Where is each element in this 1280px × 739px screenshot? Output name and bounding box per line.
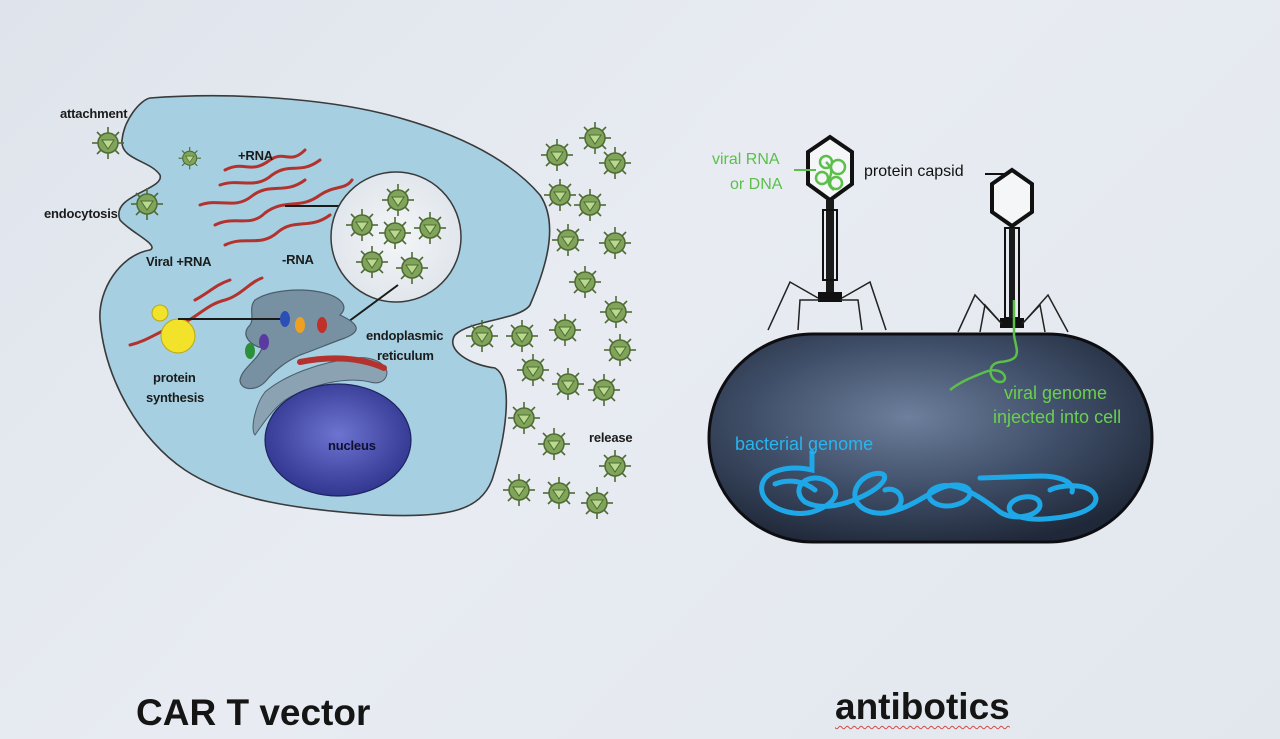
label-reticulum: reticulum <box>377 348 434 363</box>
label-release: release <box>589 430 632 445</box>
rna-strands <box>128 148 354 347</box>
ribosome-beads <box>245 311 327 359</box>
ribosome-large <box>160 318 196 354</box>
label-nucleus: nucleus <box>328 438 376 453</box>
bacterium <box>707 332 1154 544</box>
endoplasmic-reticulum <box>239 289 357 390</box>
viral-genome <box>949 300 1019 391</box>
label-attachment: attachment <box>60 106 128 121</box>
label-injected-into-cell: injected into cell <box>993 407 1121 427</box>
caption-antibotics: antibotics <box>835 686 1010 727</box>
label-viral-genome: viral genome <box>1004 383 1107 403</box>
label-plus-rna: +RNA <box>238 148 274 163</box>
label-endocytosis: endocytosis <box>44 206 118 221</box>
label-protein-capsid: protein capsid <box>864 163 964 180</box>
ribosome-small <box>151 304 169 322</box>
label-protein: protein <box>153 370 196 385</box>
label-or-dna: or DNA <box>730 176 783 193</box>
label-minus-rna: -RNA <box>282 252 315 267</box>
nucleus <box>264 383 412 497</box>
label-bacterial-genome: bacterial genome <box>735 434 873 454</box>
phage-right <box>949 167 1069 391</box>
bacterial-genome <box>759 449 1099 522</box>
label-viral-rna: viral RNA <box>712 151 780 168</box>
virus-cell-diagram: attachment endocytosis +RNA -RNA Viral +… <box>44 94 637 520</box>
label-synthesis: synthesis <box>146 390 204 405</box>
label-viral-plus-rna: Viral +RNA <box>146 254 212 269</box>
phage-left <box>767 134 887 331</box>
er-red-strand <box>297 355 387 371</box>
virus-attachment <box>91 126 125 160</box>
bacteriophage-diagram: viral RNA or DNA protein capsid viral ge… <box>707 134 1154 544</box>
label-endoplasmic: endoplasmic <box>366 328 443 343</box>
caption-car-t-vector: CAR T vector <box>136 692 371 733</box>
